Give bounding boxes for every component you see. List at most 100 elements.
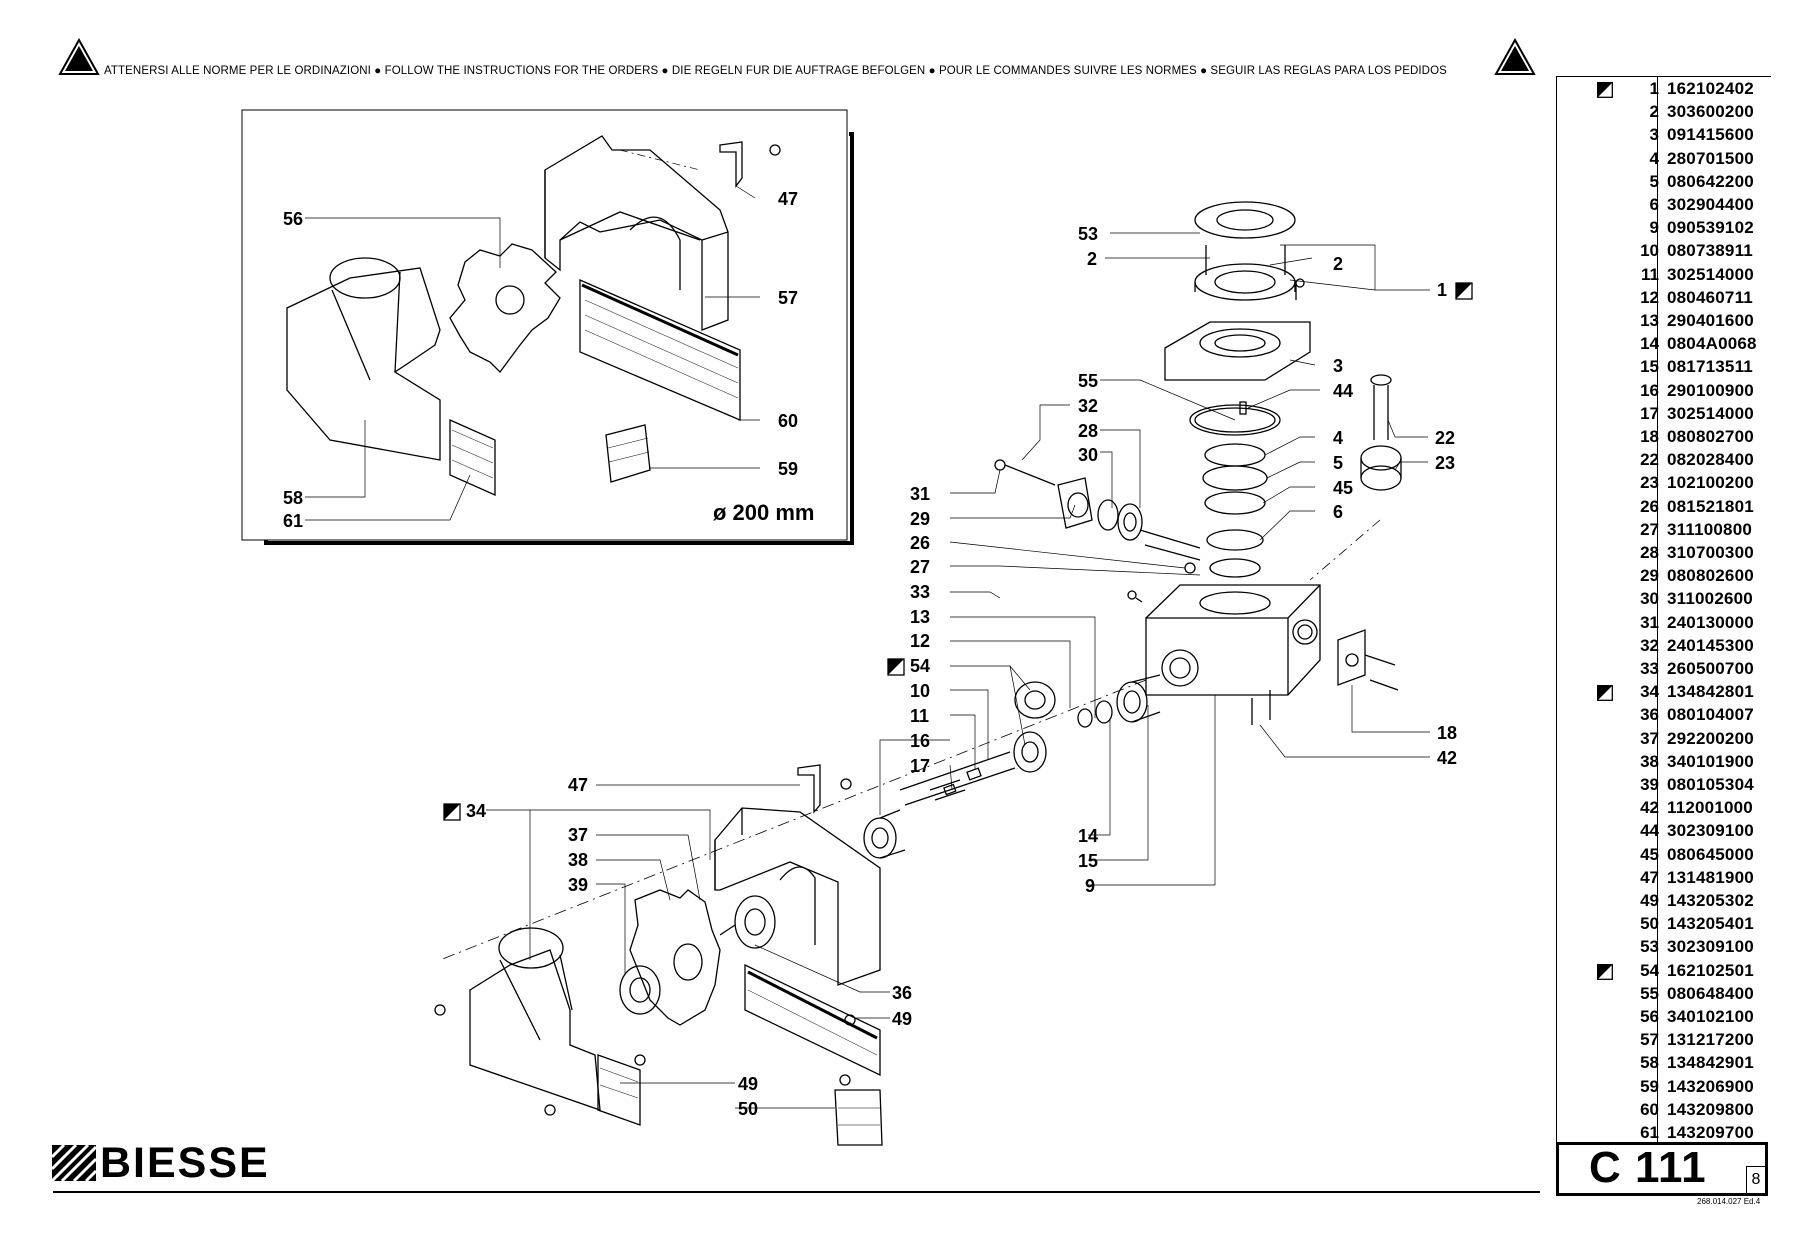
callout-15: 15 xyxy=(1078,851,1098,871)
callout-54: 54 xyxy=(910,656,930,676)
part-number: 11 xyxy=(1641,264,1659,284)
part-code: 302514000 xyxy=(1667,403,1754,423)
callout-22: 22 xyxy=(1435,428,1455,448)
kit-marker-icon xyxy=(1597,685,1613,702)
parts-list-row: 12 080460711 xyxy=(1557,287,1771,310)
warning-triangle-icon xyxy=(1494,38,1536,75)
part-code: 112001000 xyxy=(1667,798,1753,818)
part-code: 081521801 xyxy=(1667,496,1754,516)
part-number: 23 xyxy=(1640,473,1659,493)
part-code: 302309100 xyxy=(1667,821,1754,841)
inset-200mm-hood xyxy=(241,109,854,545)
parts-list-row: 54 162102501 xyxy=(1557,960,1771,983)
part-number: 44 xyxy=(1640,821,1659,841)
kit-marker-icon xyxy=(1597,82,1613,98)
part-number: 12 xyxy=(1640,287,1659,307)
callout-26: 26 xyxy=(910,533,930,553)
part-code: 302309100 xyxy=(1667,937,1754,957)
gearbox-housing xyxy=(1145,584,1399,725)
kit-marker-icon xyxy=(443,803,461,821)
part-number: 4 xyxy=(1649,148,1659,168)
callout-9: 9 xyxy=(1085,876,1095,896)
callout-39: 39 xyxy=(568,875,588,895)
part-number: 30 xyxy=(1640,589,1659,609)
part-code: 290100900 xyxy=(1667,380,1754,400)
part-code: 260500700 xyxy=(1667,659,1754,678)
part-code: 143206900 xyxy=(1667,1076,1754,1096)
callout-2: 2 xyxy=(1087,249,1097,269)
part-code: 131217200 xyxy=(1667,1030,1754,1050)
parts-list-row: 53 302309100 xyxy=(1557,936,1771,959)
kit-marker-icon xyxy=(1455,282,1473,300)
part-code: 340101900 xyxy=(1667,751,1754,771)
page-code-box: C 111 8 xyxy=(1556,1142,1768,1196)
part-code: 080104007 xyxy=(1667,705,1754,725)
part-number: 58 xyxy=(1640,1053,1659,1073)
part-number: 1 xyxy=(1649,79,1659,98)
part-code: 302904400 xyxy=(1667,195,1754,214)
parts-list-row: 58 134842901 xyxy=(1557,1052,1771,1075)
callout-49: 49 xyxy=(738,1074,758,1094)
part-code: 081713511 xyxy=(1667,357,1753,377)
part-code: 302514000 xyxy=(1667,264,1754,284)
part-number: 22 xyxy=(1640,450,1659,470)
part-number: 56 xyxy=(1640,1007,1659,1026)
part-code: 134842901 xyxy=(1667,1053,1754,1073)
part-number: 55 xyxy=(1640,983,1659,1003)
part-code: 143209700 xyxy=(1667,1123,1754,1142)
biesse-stripes-icon xyxy=(52,1143,96,1183)
callout-23: 23 xyxy=(1435,453,1455,473)
part-number: 61 xyxy=(1640,1123,1659,1142)
parts-list-row: 61 143209700 xyxy=(1557,1122,1771,1145)
part-number: 5 xyxy=(1649,171,1659,191)
kit-marker-icon xyxy=(887,658,905,676)
part-code: 340102100 xyxy=(1667,1007,1754,1026)
part-code: 162102501 xyxy=(1667,960,1754,980)
callout-36: 36 xyxy=(892,983,912,1003)
part-code: 143209800 xyxy=(1667,1099,1754,1119)
callout-56: 56 xyxy=(283,209,303,229)
part-number: 31 xyxy=(1640,612,1659,632)
part-number: 53 xyxy=(1640,937,1659,957)
parts-list-row: 11 302514000 xyxy=(1557,264,1771,287)
parts-list-divider xyxy=(1657,76,1658,1142)
part-code: 080802700 xyxy=(1667,427,1754,446)
part-code: 080642200 xyxy=(1667,171,1754,191)
part-number: 54 xyxy=(1640,960,1659,980)
part-code: 080105304 xyxy=(1667,775,1754,794)
part-number: 32 xyxy=(1640,635,1659,655)
part-number: 36 xyxy=(1640,705,1659,725)
parts-list-row: 6 302904400 xyxy=(1557,194,1771,217)
callout-28: 28 xyxy=(1078,421,1098,441)
part-number: 27 xyxy=(1640,519,1659,539)
part-code: 080460711 xyxy=(1667,287,1753,307)
part-number: 15 xyxy=(1640,357,1659,377)
part-number: 47 xyxy=(1640,867,1659,887)
page-sub-number: 8 xyxy=(1746,1166,1765,1193)
document-reference: 268.014.027 Ed.4 xyxy=(1697,1197,1761,1206)
callout-58: 58 xyxy=(283,488,303,508)
part-number: 6 xyxy=(1649,195,1659,214)
callout-32: 32 xyxy=(1078,396,1098,416)
part-number: 45 xyxy=(1640,844,1659,864)
part-code: 131481900 xyxy=(1667,867,1754,887)
